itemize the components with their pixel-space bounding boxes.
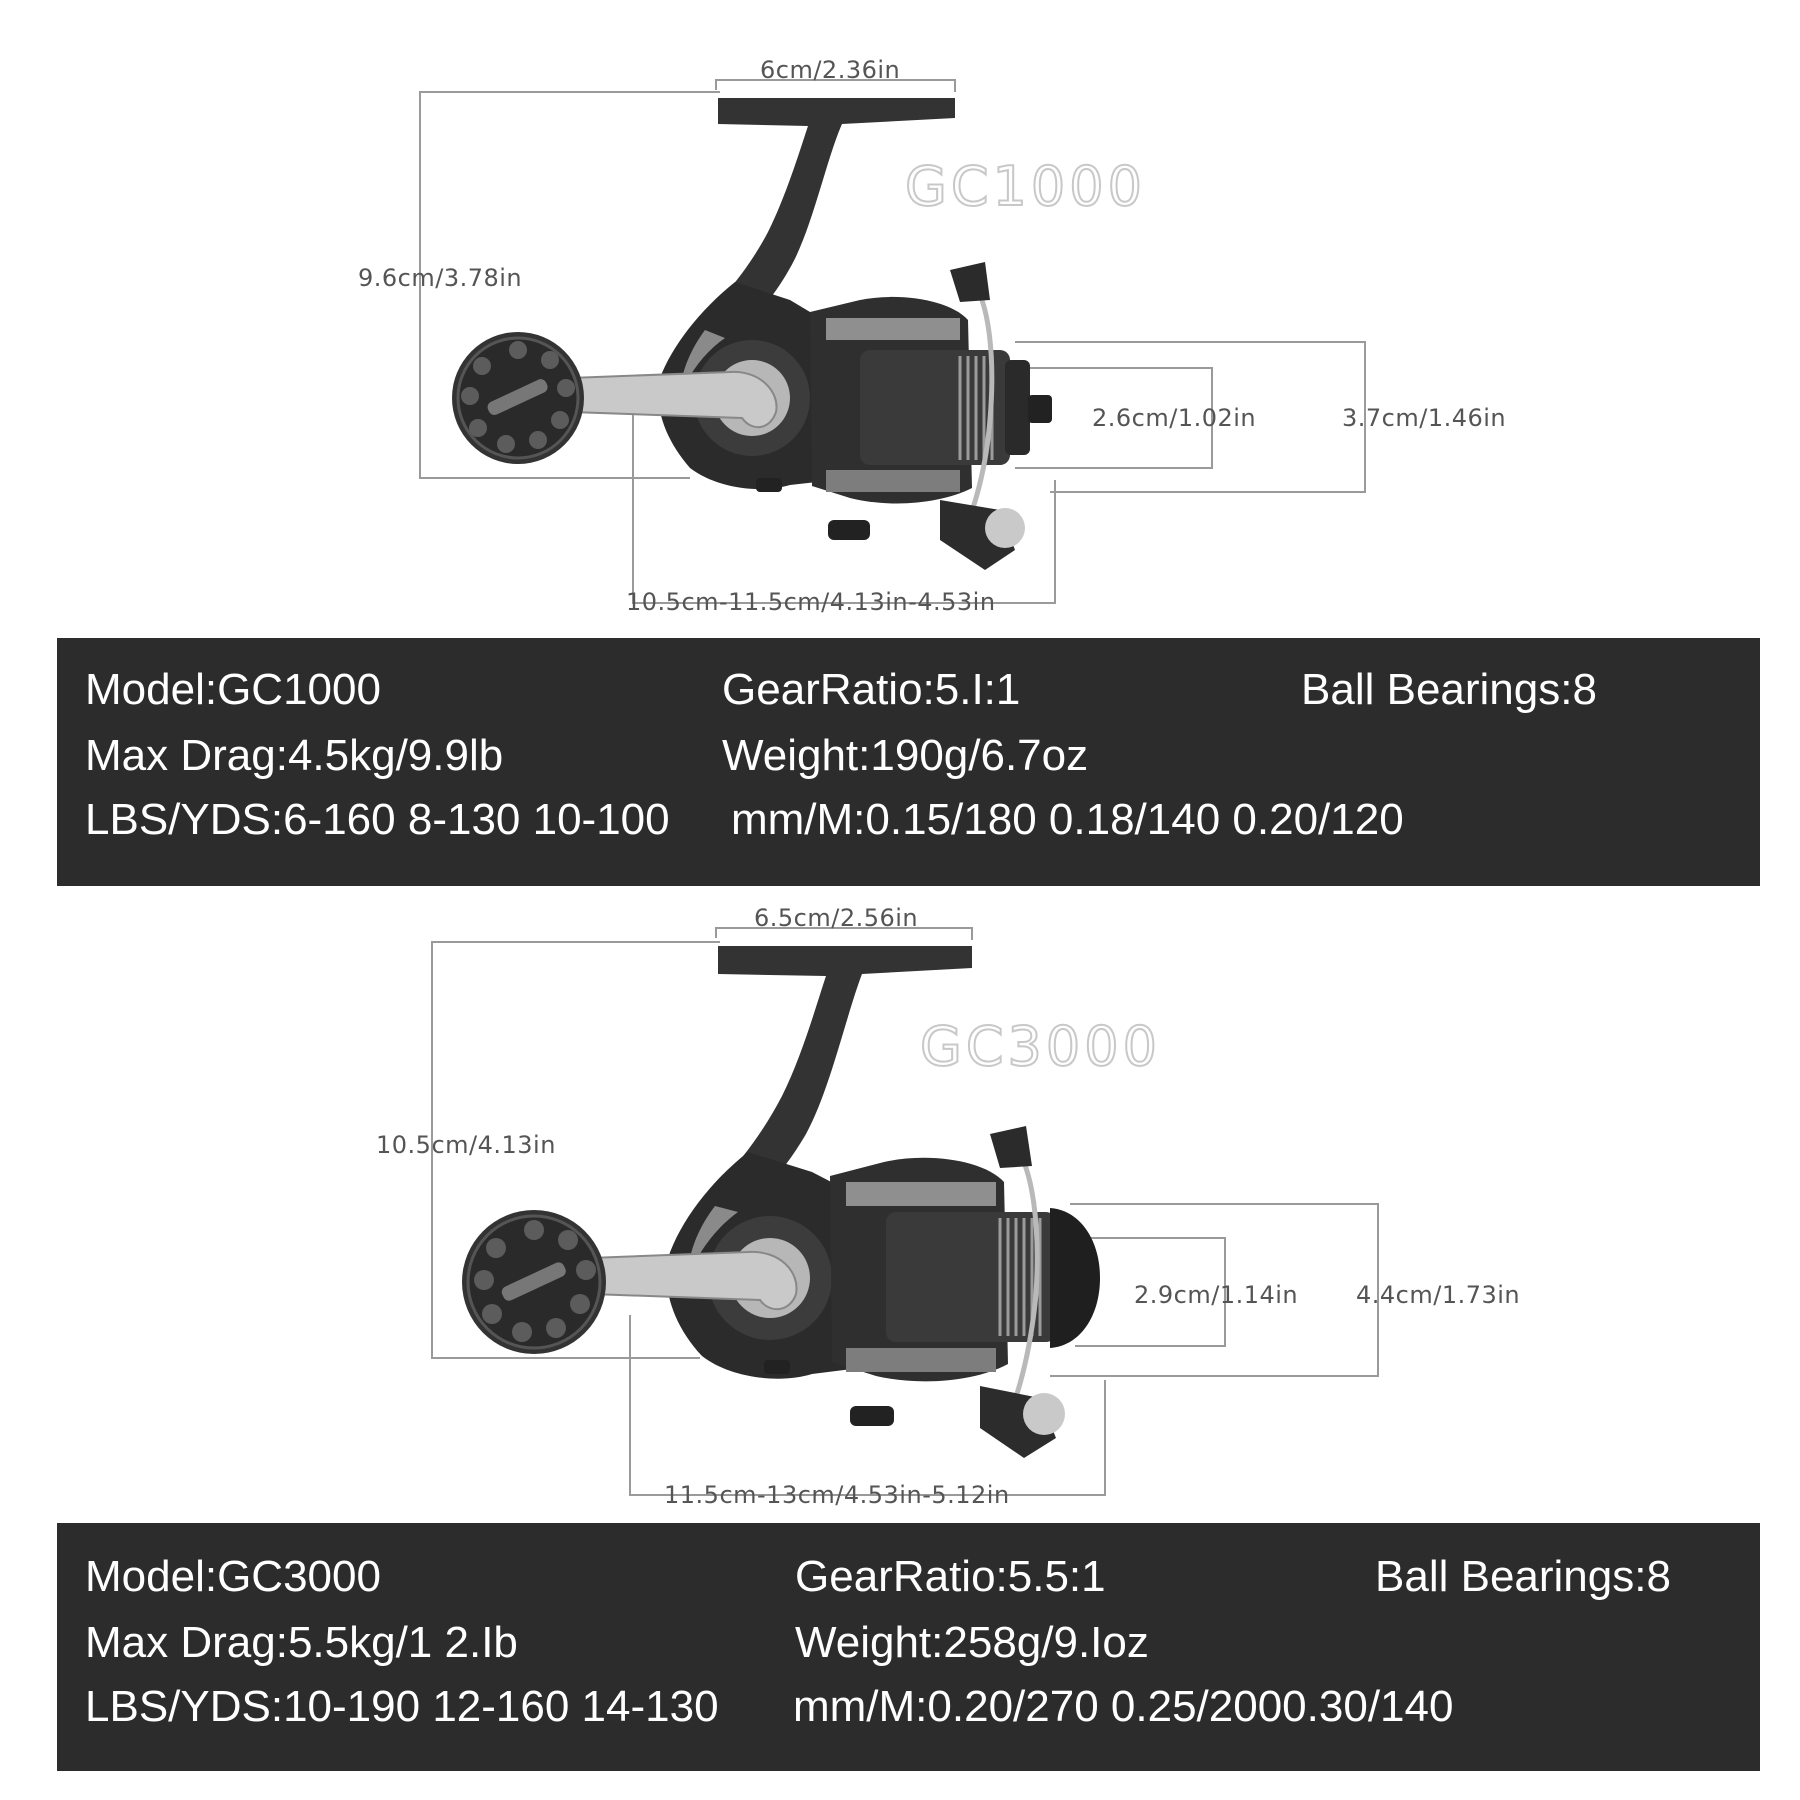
- dim-line-spool-inner: [1015, 367, 1213, 469]
- reel-foot: [698, 98, 955, 330]
- reel-handle-arm: [588, 1250, 798, 1310]
- dim-line-length: [632, 410, 1056, 604]
- dim-label-length: 11.5cm-13cm/4.53in-5.12in: [664, 1481, 1010, 1509]
- spec-ball-bearings: Ball Bearings:8: [1301, 665, 1597, 714]
- dim-line-height: [419, 91, 720, 479]
- reel-illustration: [462, 946, 1100, 1458]
- dim-label-top-width: 6.5cm/2.56in: [754, 904, 918, 932]
- dim-line-spool-outer: [1015, 341, 1366, 493]
- spec-mm-m: mm/M:0.20/270 0.25/2000.30/140: [793, 1682, 1454, 1731]
- reel-section-gc3000: GC3000 6.5cm/2.56in 10.5cm/4.13in 2.9cm/…: [0, 890, 1800, 1800]
- reel-section-gc1000: GC1000 6cm/2.36in 9.6cm/3.78in 2.6cm/1.0…: [0, 0, 1800, 890]
- dim-label-length: 10.5cm-11.5cm/4.13in-4.53in: [626, 588, 996, 616]
- spec-panel-gc3000: Model:GC3000 GearRatio:5.5:1 Ball Bearin…: [57, 1523, 1760, 1771]
- dim-label-spool-inner: 2.9cm/1.14in: [1134, 1281, 1298, 1309]
- dim-label-spool-inner: 2.6cm/1.02in: [1092, 404, 1256, 432]
- dim-label-top-width: 6cm/2.36in: [760, 56, 900, 84]
- spec-weight: Weight:190g/6.7oz: [722, 731, 1089, 780]
- reel-diagram-gc1000: GC1000 6cm/2.36in 9.6cm/3.78in 2.6cm/1.0…: [358, 56, 1506, 616]
- dim-label-height: 10.5cm/4.13in: [376, 1131, 556, 1159]
- reel-spool: [886, 1212, 1056, 1342]
- dim-label-height: 9.6cm/3.78in: [358, 264, 522, 292]
- spec-ball-bearings: Ball Bearings:8: [1375, 1552, 1671, 1601]
- spec-gear-ratio: GearRatio:5.5:1: [795, 1552, 1106, 1601]
- reel-diagram-gc3000: GC3000 6.5cm/2.56in 10.5cm/4.13in 2.9cm/…: [376, 904, 1520, 1509]
- dim-line-top-width: [715, 927, 973, 940]
- reel-illustration: [452, 98, 1052, 570]
- spec-max-drag: Max Drag:5.5kg/1 2.Ib: [85, 1618, 518, 1667]
- spec-max-drag: Max Drag:4.5kg/9.9lb: [85, 731, 504, 780]
- dim-line-top-width: [715, 79, 956, 92]
- dim-line-spool-inner: [1075, 1237, 1226, 1347]
- dim-line-height: [431, 941, 720, 1359]
- dim-label-spool-outer: 4.4cm/1.73in: [1356, 1281, 1520, 1309]
- reel-spool: [860, 350, 1010, 465]
- dim-line-spool-outer: [1050, 1203, 1379, 1377]
- spec-lbs-yds: LBS/YDS:10-190 12-160 14-130: [85, 1682, 719, 1731]
- spec-gear-ratio: GearRatio:5.I:1: [722, 665, 1021, 714]
- spec-lbs-yds: LBS/YDS:6-160 8-130 10-100: [85, 795, 670, 844]
- dim-line-length: [629, 1315, 1106, 1496]
- reel-handle-arm: [568, 370, 778, 428]
- spec-mm-m: mm/M:0.15/180 0.18/140 0.20/120: [731, 795, 1404, 844]
- reel-foot: [708, 946, 972, 1202]
- model-watermark: GC1000: [905, 155, 1146, 218]
- spec-weight: Weight:258g/9.Ioz: [795, 1618, 1149, 1667]
- model-watermark: GC3000: [920, 1015, 1161, 1078]
- spec-model: Model:GC3000: [85, 1552, 381, 1601]
- dim-label-spool-outer: 3.7cm/1.46in: [1342, 404, 1506, 432]
- spec-panel-gc1000: Model:GC1000 GearRatio:5.I:1 Ball Bearin…: [57, 638, 1760, 886]
- spec-model: Model:GC1000: [85, 665, 381, 714]
